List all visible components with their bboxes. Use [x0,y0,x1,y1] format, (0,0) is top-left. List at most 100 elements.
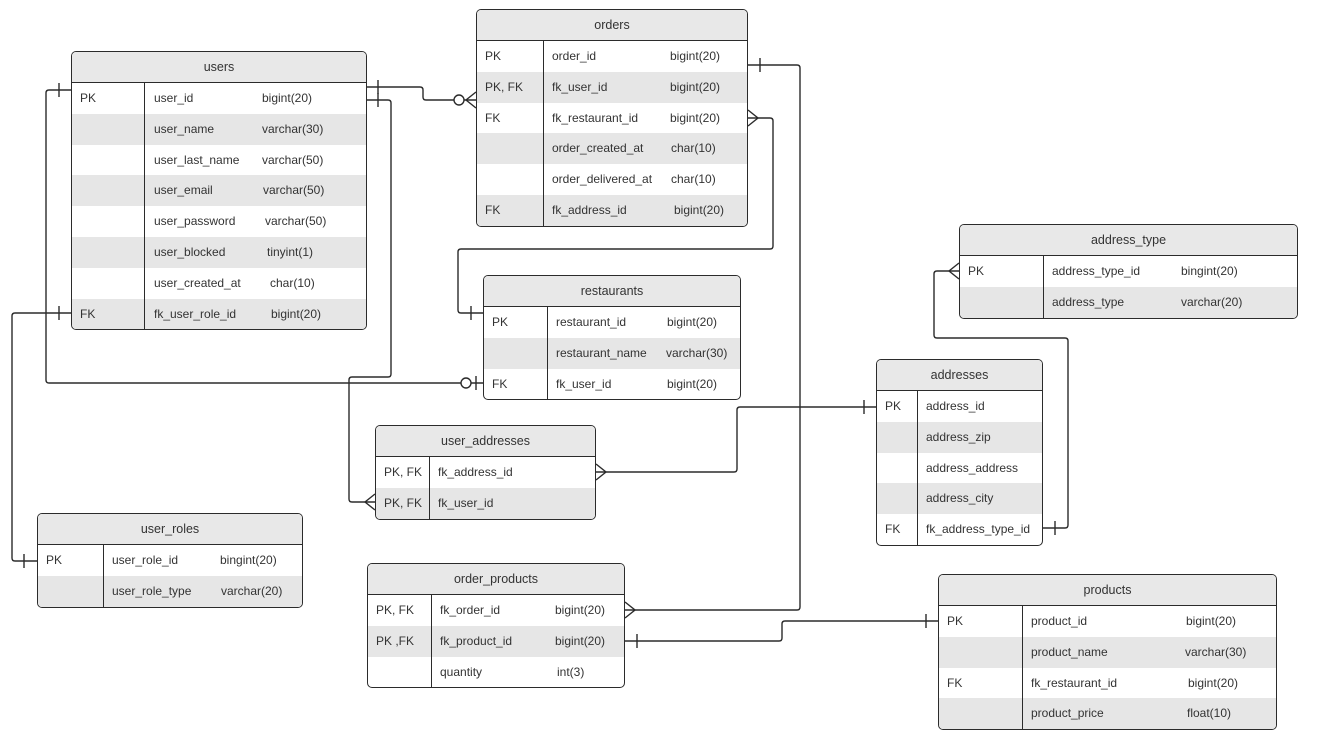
column-type: bigint(20) [674,202,725,217]
column-name: user_role_type [112,583,192,598]
key-label: PK [485,49,502,63]
column-type: bigint(20) [670,79,721,94]
entity-orders[interactable]: orders PK order_id bigint(20) PK, FK fk_… [476,9,748,227]
entity-row: user_role_type varchar(20) [38,575,302,607]
column-type: bigint(20) [667,376,718,391]
entity-row: PK address_type_id bingint(20) [960,256,1297,287]
column-name: fk_order_id [440,603,501,617]
key-label: PK, FK [376,603,415,617]
rel-products-order-products [625,614,938,648]
entity-users[interactable]: users PK user_id bigint(20) user_name va… [71,51,367,331]
key-label: PK [968,264,985,278]
entity-row: FK fk_restaurant_id bigint(20) [939,668,1276,699]
entity-row: product_price float(10) [939,698,1276,730]
entity-user-roles[interactable]: user_roles PK user_role_id bingint(20) u… [37,513,303,608]
key-column-divider [543,40,544,226]
column-name: product_price [1031,706,1104,721]
entity-user-addresses[interactable]: user_addresses PK, FK fk_address_id PK, … [375,425,596,520]
key-label: PK [947,614,964,628]
entity-title: products [939,575,1276,606]
column-name: address_city [926,491,994,506]
key-column-divider [429,456,430,519]
column-type: varchar(50) [265,214,327,229]
entity-row: FK fk_address_type_id [877,514,1042,545]
key-column-divider [917,390,918,545]
column-type: bigint(20) [667,315,718,329]
entity-row: PK ,FK fk_product_id bigint(20) [368,625,624,657]
column-name: order_created_at [552,141,644,156]
column-name: user_name [154,121,215,136]
key-label: PK ,FK [376,633,415,648]
column-type: varchar(30) [1185,644,1247,659]
column-name: user_id [154,91,194,105]
column-type: char(10) [671,172,716,187]
column-name: address_zip [926,429,991,444]
entity-row: user_blocked tinyint(1) [72,236,366,268]
column-type: varchar(50) [262,152,324,167]
entity-row: user_name varchar(30) [72,113,366,145]
entity-row: user_password varchar(50) [72,206,366,237]
column-name: restaurant_id [556,315,627,329]
key-label: PK, FK [485,79,524,94]
column-name: address_address [926,460,1019,475]
entity-row: order_delivered_at char(10) [477,164,747,195]
entity-addresses[interactable]: addresses PK address_id address_zip addr… [876,359,1043,546]
key-column-divider [1022,605,1023,730]
key-column-divider [431,594,432,688]
entity-restaurants[interactable]: restaurants PK restaurant_id bigint(20) … [483,275,741,401]
column-type: varchar(20) [1181,294,1243,309]
column-type: bingint(20) [220,553,277,567]
column-name: restaurant_name [556,345,647,360]
entity-row: PK user_role_id bingint(20) [38,545,302,576]
column-name: fk_user_id [556,376,612,391]
column-name: user_role_id [112,553,179,567]
entity-row: FK fk_address_id bigint(20) [477,194,747,226]
entity-row: FK fk_user_id bigint(20) [484,369,740,400]
column-type: bigint(20) [555,603,606,617]
column-name: fk_restaurant_id [552,110,639,125]
entity-row: PK order_id bigint(20) [477,41,747,72]
key-label: PK, FK [384,495,423,510]
entity-row: FK fk_user_role_id bigint(20) [72,298,366,330]
rel-addresses-user-addresses [595,400,876,481]
entity-title: restaurants [484,276,740,307]
entity-row: PK, FK fk_order_id bigint(20) [368,595,624,626]
entity-row: PK, FK fk_user_id bigint(20) [477,71,747,103]
column-type: bingint(20) [1181,264,1238,278]
entity-row: address_zip [877,421,1042,453]
column-name: product_id [1031,614,1088,628]
column-type: varchar(50) [263,183,325,198]
entity-address-type[interactable]: address_type PK address_type_id bingint(… [959,224,1298,319]
rel-users-orders [367,80,477,109]
column-type: char(10) [270,275,315,290]
column-type: bigint(20) [670,110,721,125]
column-type: bigint(20) [1186,614,1237,628]
entity-title: order_products [368,564,624,595]
entity-products[interactable]: products PK product_id bigint(20) produc… [938,574,1277,731]
key-label: PK, FK [384,465,423,479]
entity-row: PK address_id [877,391,1042,422]
column-name: quantity [440,664,483,679]
entity-title: addresses [877,360,1042,391]
entity-row: product_name varchar(30) [939,636,1276,668]
entity-title: user_addresses [376,426,595,457]
column-name: address_id [926,399,985,413]
entity-row: PK product_id bigint(20) [939,606,1276,637]
column-type: char(10) [671,141,716,156]
key-label: FK [492,376,508,391]
entity-title: users [72,52,366,83]
column-name: fk_user_id [552,79,608,94]
column-name: user_password [154,214,236,229]
entity-order-products[interactable]: order_products PK, FK fk_order_id bigint… [367,563,625,689]
entity-row: restaurant_name varchar(30) [484,337,740,369]
column-type: bigint(20) [555,633,606,648]
entity-row: address_type varchar(20) [960,286,1297,318]
key-label: PK [885,399,902,413]
entity-row: address_address [877,453,1042,484]
entity-title: user_roles [38,514,302,545]
entity-row: quantity int(3) [368,657,624,688]
column-type: bigint(20) [271,306,322,321]
column-name: fk_user_role_id [154,306,237,321]
column-name: order_id [552,49,597,63]
entity-title: orders [477,10,747,41]
